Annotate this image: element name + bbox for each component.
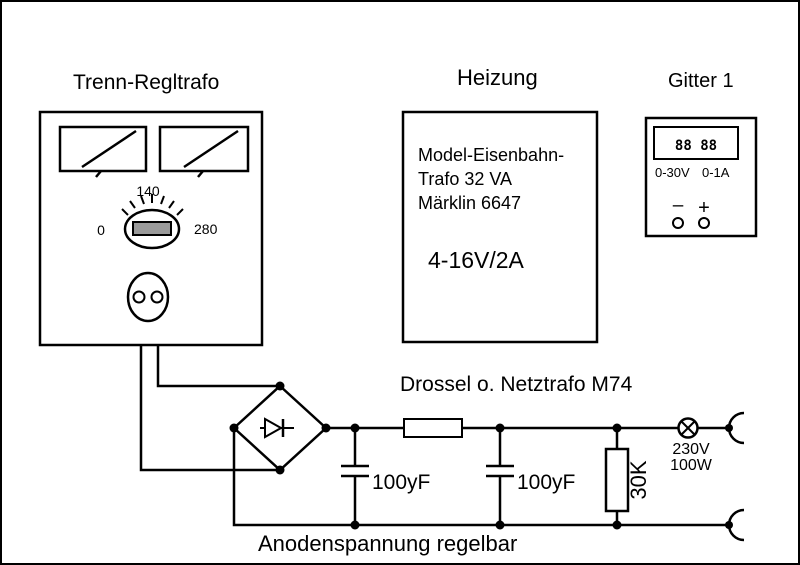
gitter-range-amps: 0-1A <box>702 165 730 180</box>
lamp-power-label: 100W <box>670 457 713 474</box>
dial-knob <box>132 221 172 236</box>
circuit-caption: Anodenspannung regelbar <box>258 531 517 556</box>
meter-right <box>158 125 250 178</box>
trafo-title: Trenn-Regltrafo <box>73 71 219 94</box>
dial-label-0: 0 <box>97 222 105 238</box>
anode-supply-circuit: Drossel o. Netztrafo M74 100yF 1 <box>229 373 745 556</box>
choke-component <box>403 418 463 438</box>
meter-right-pivot <box>197 170 204 178</box>
resistor-label: 30K <box>626 460 651 499</box>
junction-dots <box>229 381 733 530</box>
gitter-title: Gitter 1 <box>668 70 734 92</box>
minus-label: – <box>673 195 684 216</box>
capacitor-2 <box>486 428 514 525</box>
heizung-panel: Heizung Model-Eisenbahn- Trafo 32 VA Mär… <box>401 65 599 344</box>
gitter-range-volts: 0-30V <box>655 165 690 180</box>
plus-label: + <box>698 197 710 219</box>
capacitor-1 <box>341 428 369 525</box>
socket-pin-left <box>132 290 146 304</box>
diode-anode <box>264 417 284 439</box>
heizung-enclosure <box>401 110 599 344</box>
dial-ticks <box>121 194 184 216</box>
capacitor-2-label: 100yF <box>517 471 575 494</box>
terminal-minus <box>672 217 684 229</box>
meter-left-needle <box>81 129 137 169</box>
heizung-line1: Model-Eisenbahn- <box>418 145 564 165</box>
display-digits: 88 88 <box>675 138 717 154</box>
meter-left-pivot <box>95 170 102 178</box>
lamp <box>677 417 699 439</box>
lamp-voltage-label: 230V <box>672 441 710 458</box>
socket-pin-right <box>150 290 164 304</box>
meter-right-needle <box>183 129 239 169</box>
output-socket <box>126 271 170 323</box>
voltage-dial: 140 0 280 <box>97 183 218 250</box>
trenn-regeltrafo-panel: Trenn-Regltrafo 140 0 280 <box>38 71 280 472</box>
choke-label: Drossel o. Netztrafo M74 <box>400 373 633 396</box>
dial-label-280: 280 <box>194 221 218 237</box>
gitter1-panel: Gitter 1 88 88 0-30V 0-1A – + <box>644 70 758 238</box>
resistor-30k <box>604 428 630 525</box>
heizung-line3: Märklin 6647 <box>418 193 521 213</box>
digital-display <box>653 126 739 160</box>
terminal-plus <box>698 217 710 229</box>
bottom-rail <box>232 428 728 527</box>
heizung-title: Heizung <box>457 65 538 90</box>
meter-left <box>58 125 148 178</box>
capacitor-1-label: 100yF <box>372 471 430 494</box>
heizung-line2: Trafo 32 VA <box>418 169 512 189</box>
heizung-rating: 4-16V/2A <box>428 247 525 273</box>
dial-label-140: 140 <box>136 183 160 199</box>
